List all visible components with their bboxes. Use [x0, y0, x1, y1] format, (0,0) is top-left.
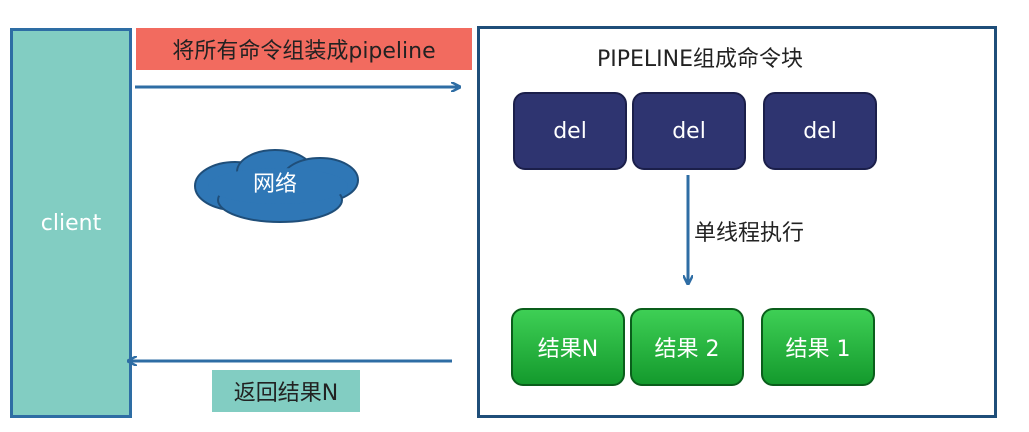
command-label: del: [803, 118, 837, 144]
client-label: client: [40, 210, 102, 236]
result-label: 结果 2: [654, 337, 720, 362]
command-block-del-3: del: [763, 92, 877, 170]
result-block-1: 结果 1: [761, 308, 875, 386]
result-block-2: 结果 2: [630, 308, 744, 386]
command-label: del: [672, 118, 706, 144]
command-label: del: [553, 118, 587, 144]
result-block-n: 结果N: [511, 308, 625, 386]
command-block-del-2: del: [632, 92, 746, 170]
response-label: 返回结果N: [212, 370, 360, 412]
pipeline-title: PIPELINE组成命令块: [596, 47, 804, 72]
client-node: client: [10, 28, 132, 418]
network-cloud-icon: [194, 149, 359, 223]
command-block-del-1: del: [513, 92, 627, 170]
execution-label: 单线程执行: [694, 221, 805, 246]
request-label: 将所有命令组装成pipeline: [136, 28, 472, 70]
network-label: 网络: [252, 172, 297, 197]
result-label: 结果 1: [785, 337, 851, 362]
result-label: 结果N: [537, 337, 599, 362]
